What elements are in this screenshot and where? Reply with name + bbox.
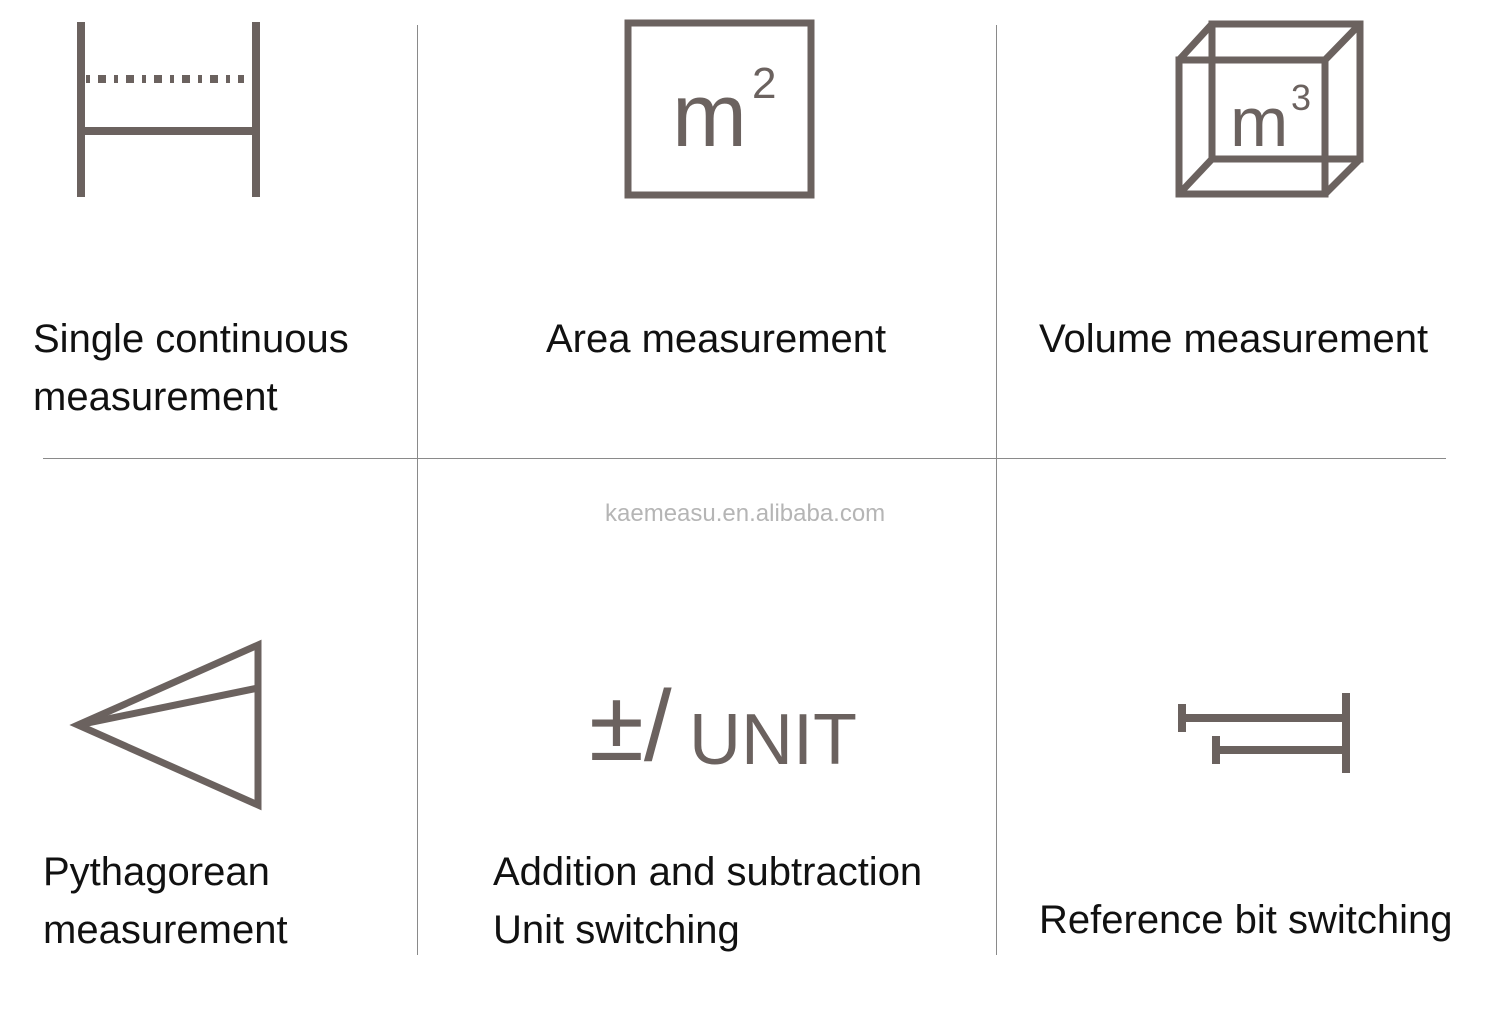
feature-label-single-line1: Single continuous	[33, 317, 349, 361]
area-icon: m 2	[624, 19, 815, 199]
pythagorean-triangle-icon	[69, 639, 262, 811]
feature-label-pythagorean-line2: measurement	[43, 908, 288, 952]
feature-label-addsub-line2: Unit switching	[493, 908, 740, 952]
vertical-divider-left	[417, 25, 418, 955]
feature-label-pythagorean-line1: Pythagorean	[43, 850, 270, 894]
single-measure-icon	[77, 22, 260, 197]
plus-minus-unit-icon: ±/ UNIT	[589, 670, 857, 780]
feature-label-addsub-line1: Addition and subtraction	[493, 850, 923, 894]
feature-label-single-line2: measurement	[33, 375, 278, 419]
horizontal-divider	[43, 458, 1446, 459]
feature-label-volume: Volume measurement	[1039, 317, 1429, 361]
watermark: kaemeasu.en.alibaba.com	[605, 500, 886, 527]
area-icon-m: m	[672, 66, 747, 166]
volume-icon-m: m	[1230, 83, 1288, 161]
unit-symbol: UNIT	[689, 700, 857, 780]
volume-cube-icon: m 3	[1175, 20, 1364, 198]
area-icon-sup: 2	[752, 59, 776, 108]
volume-icon-sup: 3	[1291, 77, 1311, 118]
reference-bit-icon	[1178, 693, 1350, 773]
feature-label-area: Area measurement	[546, 317, 887, 361]
vertical-divider-right	[996, 25, 997, 955]
feature-label-reference: Reference bit switching	[1039, 898, 1453, 942]
plus-minus-slash-symbol: ±/	[589, 670, 672, 780]
